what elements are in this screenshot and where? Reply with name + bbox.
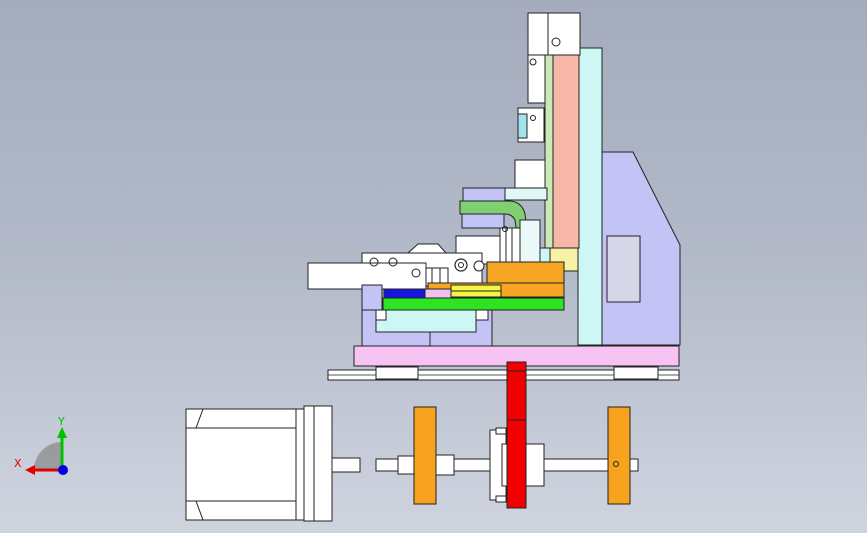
axis-x-label: X [14, 457, 22, 470]
axis-y-label: Y [57, 415, 65, 428]
mid-white-block [514, 159, 546, 191]
arm-screw-5 [473, 260, 485, 272]
motor-shaft [331, 457, 361, 473]
green-rail [544, 54, 554, 251]
rail-carriage-left [375, 366, 419, 380]
cyan-bridge [375, 309, 477, 333]
cyan-column [577, 47, 603, 346]
orange-pulley-left [413, 406, 437, 505]
stepper-motor-body [185, 408, 305, 521]
bracket-tab-right [475, 309, 489, 321]
arm-screw-1 [369, 257, 379, 267]
bracket-window [606, 235, 641, 303]
top-block [527, 12, 581, 56]
white-block-cap [406, 243, 448, 254]
green-plate [382, 297, 565, 311]
arm-screw-3 [411, 268, 421, 278]
lavender-under-hook [461, 213, 505, 229]
bracket-tab-left [375, 309, 387, 321]
upper-white-column [527, 54, 547, 104]
light-cyan-plate [504, 187, 548, 201]
cyan-sensor [517, 113, 528, 139]
gripper-mount [519, 219, 541, 269]
red-belt-front [506, 419, 527, 509]
orange-pulley-right [607, 406, 631, 505]
pink-slide [552, 54, 580, 249]
arm-screw-4 [454, 258, 468, 272]
shaft-collar [435, 454, 455, 476]
arm-screw-2 [388, 257, 398, 267]
motor-flange [303, 405, 333, 522]
top-screw [551, 37, 561, 47]
lavender-small-block [462, 187, 506, 203]
rail-carriage-right [613, 366, 659, 380]
axis-triad [25, 427, 68, 475]
